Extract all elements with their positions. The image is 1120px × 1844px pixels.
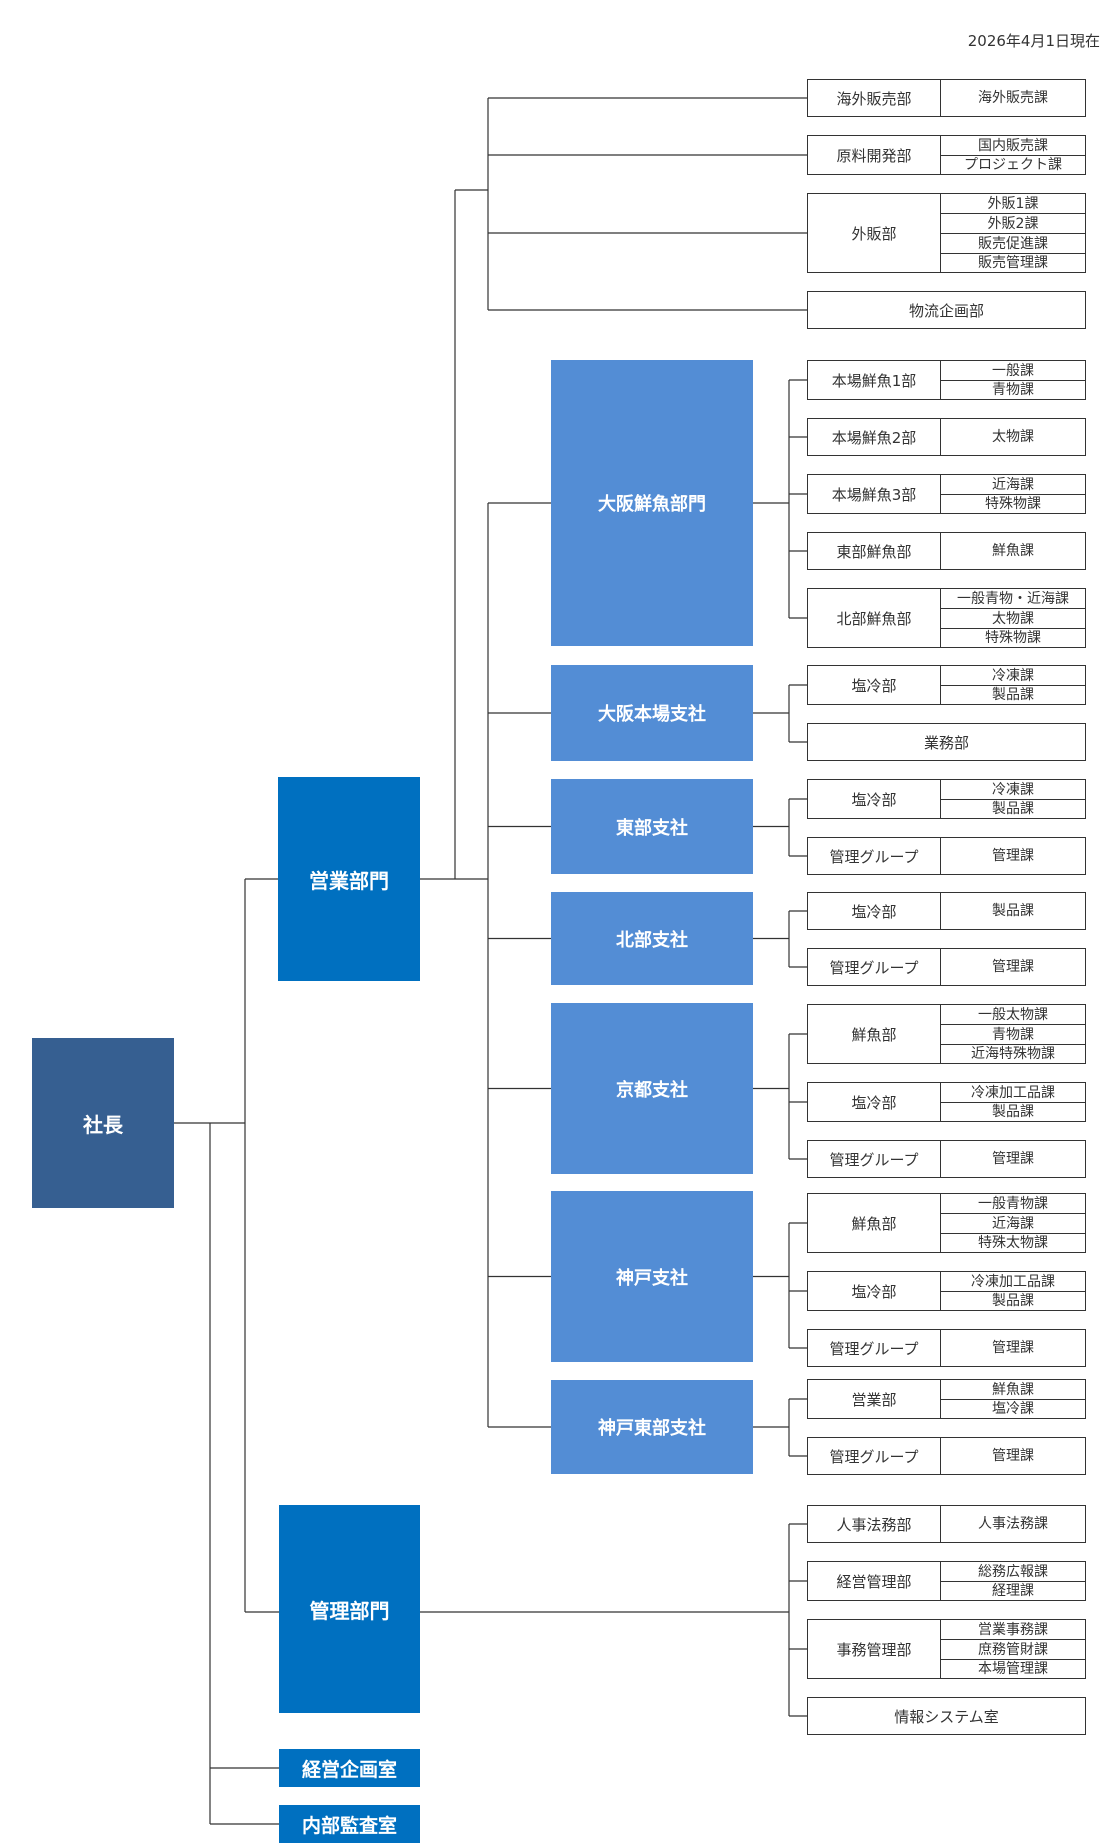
section-box: 管理課 [940,1329,1086,1367]
department-box: 管理グループ [807,1437,941,1475]
section-box: 製品課 [940,1291,1086,1311]
section-box: 外販2課 [940,213,1086,234]
section-box: 青物課 [940,380,1086,400]
section-box: 経理課 [940,1581,1086,1601]
department-box: 鮮魚部 [807,1004,941,1064]
office-box: 経営企画室 [279,1749,420,1787]
sub-unit-box: 大阪鮮魚部門 [551,360,753,646]
department-box: 本場鮮魚2部 [807,418,941,456]
department-box: 塩冷部 [807,892,941,930]
department-box: 塩冷部 [807,1271,941,1311]
section-box: 特殊物課 [940,628,1086,648]
section-box: 太物課 [940,418,1086,456]
section-box: 人事法務課 [940,1505,1086,1543]
department-box: 事務管理部 [807,1619,941,1679]
sub-unit-box: 神戸東部支社 [551,1380,753,1474]
section-box: プロジェクト課 [940,155,1086,175]
section-box: 外販1課 [940,193,1086,214]
section-box: 製品課 [940,799,1086,819]
department-box: 鮮魚部 [807,1193,941,1253]
section-box: 特殊物課 [940,494,1086,514]
section-box: 鮮魚課 [940,1379,1086,1400]
section-box: 総務広報課 [940,1561,1086,1582]
section-box: 国内販売課 [940,135,1086,156]
section-box: 庶務管財課 [940,1639,1086,1660]
sales-division-box: 営業部門 [278,777,420,981]
department-box: 管理グループ [807,1140,941,1178]
section-box: 特殊太物課 [940,1233,1086,1253]
department-box: 物流企画部 [807,291,1086,329]
department-box: 情報システム室 [807,1697,1086,1735]
section-box: 一般青物課 [940,1193,1086,1214]
section-box: 製品課 [940,685,1086,705]
department-box: 塩冷部 [807,1082,941,1122]
department-box: 塩冷部 [807,665,941,705]
department-box: 管理グループ [807,1329,941,1367]
office-box: 内部監査室 [279,1805,420,1843]
department-box: 営業部 [807,1379,941,1419]
department-box: 海外販売部 [807,79,941,117]
section-box: 製品課 [940,892,1086,930]
section-box: 製品課 [940,1102,1086,1122]
sub-unit-box: 神戸支社 [551,1191,753,1362]
section-box: 本場管理課 [940,1659,1086,1679]
department-box: 原料開発部 [807,135,941,175]
admin-division-box: 管理部門 [279,1505,420,1713]
section-box: 管理課 [940,1140,1086,1178]
section-box: 塩冷課 [940,1399,1086,1419]
section-box: 販売管理課 [940,253,1086,273]
section-box: 冷凍加工品課 [940,1271,1086,1292]
sub-unit-box: 大阪本場支社 [551,665,753,761]
department-box: 業務部 [807,723,1086,761]
section-box: 一般課 [940,360,1086,381]
sub-unit-box: 東部支社 [551,779,753,874]
section-box: 管理課 [940,837,1086,875]
department-box: 外販部 [807,193,941,273]
section-box: 管理課 [940,948,1086,986]
department-box: 管理グループ [807,948,941,986]
department-box: 東部鮮魚部 [807,532,941,570]
section-box: 近海課 [940,1213,1086,1234]
department-box: 北部鮮魚部 [807,588,941,648]
section-box: 営業事務課 [940,1619,1086,1640]
department-box: 本場鮮魚3部 [807,474,941,514]
section-box: 鮮魚課 [940,532,1086,570]
section-box: 青物課 [940,1024,1086,1045]
department-box: 管理グループ [807,837,941,875]
section-box: 販売促進課 [940,233,1086,254]
section-box: 冷凍課 [940,665,1086,686]
section-box: 近海課 [940,474,1086,495]
department-box: 経営管理部 [807,1561,941,1601]
department-box: 塩冷部 [807,779,941,819]
section-box: 近海特殊物課 [940,1044,1086,1064]
sub-unit-box: 北部支社 [551,892,753,985]
president-box: 社長 [32,1038,174,1208]
department-box: 人事法務部 [807,1505,941,1543]
sub-unit-box: 京都支社 [551,1003,753,1174]
section-box: 冷凍課 [940,779,1086,800]
section-box: 一般青物・近海課 [940,588,1086,609]
section-box: 管理課 [940,1437,1086,1475]
as-of-date: 2026年4月1日現在 [967,32,1100,50]
section-box: 冷凍加工品課 [940,1082,1086,1103]
section-box: 一般太物課 [940,1004,1086,1025]
department-box: 本場鮮魚1部 [807,360,941,400]
section-box: 海外販売課 [940,79,1086,117]
section-box: 太物課 [940,608,1086,629]
